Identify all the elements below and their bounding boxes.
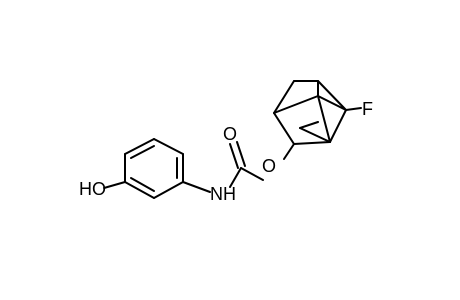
ring-bond-2 xyxy=(124,138,155,155)
cage-bond-5 xyxy=(329,109,347,143)
cage-bond-6 xyxy=(293,141,331,145)
ring-inner-bond-1 xyxy=(130,145,155,159)
c-f-bond xyxy=(345,107,362,111)
carbonyl-ester-o-bond xyxy=(240,167,264,181)
ester-oxygen-label: O xyxy=(262,156,276,176)
cage-bond-1 xyxy=(273,112,295,145)
cage-bond-7 xyxy=(273,95,319,114)
fluorine-label: F xyxy=(362,99,373,119)
tricyclic-cage xyxy=(273,80,347,145)
cage-bond-10 xyxy=(317,95,347,111)
cage-bond-12 xyxy=(299,121,319,129)
c-n-bond xyxy=(182,181,211,193)
hydroxyl-label: HO xyxy=(79,179,106,199)
c-o-double-bond-b xyxy=(236,141,246,167)
cage-bond-9 xyxy=(317,95,331,143)
n-carbonyl-bond xyxy=(229,167,242,188)
carbonyl-oxygen-label: O xyxy=(223,124,237,144)
ring-bond-6 xyxy=(124,181,155,199)
cage-bond-11 xyxy=(299,127,331,143)
c-o-double-bond-a xyxy=(229,143,239,169)
ring-inner-bond-3 xyxy=(130,177,155,192)
ester-o-ring-bond xyxy=(283,143,295,160)
amine-label: NH xyxy=(210,184,236,204)
ring-bond-5 xyxy=(153,181,184,199)
phenol-ring xyxy=(124,138,184,199)
cage-bond-2 xyxy=(273,80,295,114)
ring-bond-3 xyxy=(153,138,184,155)
cage-bond-4 xyxy=(317,80,347,111)
c-oh-bond xyxy=(103,181,126,189)
